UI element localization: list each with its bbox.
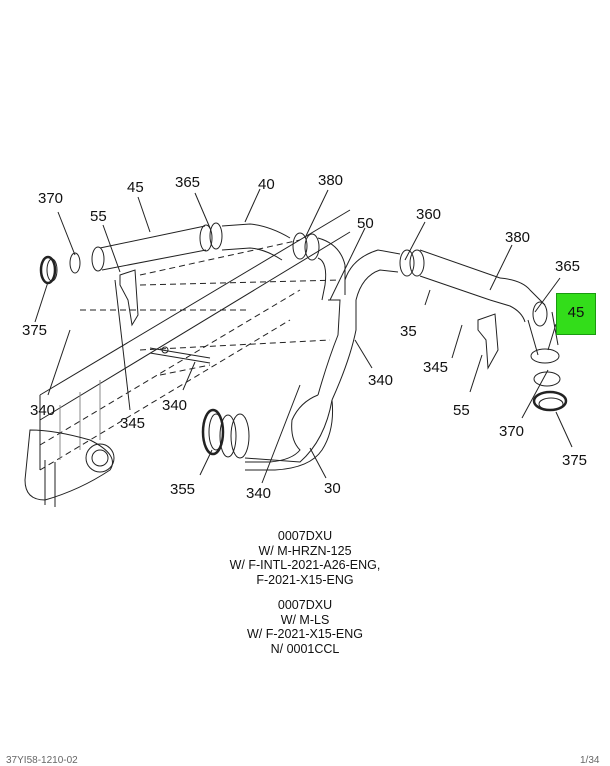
highlighted-part-label: 45 <box>567 304 585 321</box>
caption-line: W/ F-INTL-2021-A26-ENG, <box>229 558 381 572</box>
callout-360: 360 <box>416 206 441 223</box>
callout-50: 50 <box>357 215 374 232</box>
callout-345: 345 <box>423 359 448 376</box>
callout-375: 375 <box>562 452 587 469</box>
callout-35: 35 <box>400 323 417 340</box>
clamp-355 <box>201 408 225 456</box>
caption-line: W/ F-2021-X15-ENG <box>246 627 363 641</box>
callout-labels: 370 45 365 40 380 55 50 360 380 365 375 … <box>22 172 587 502</box>
leader-dashes <box>80 239 341 376</box>
caption-block-2: 0007DXU W/ M-LS W/ F-2021-X15-ENG N/ 000… <box>205 598 405 656</box>
callout-370: 370 <box>499 423 524 440</box>
pipe-30 <box>219 299 357 471</box>
callout-340: 340 <box>368 372 393 389</box>
callout-345: 345 <box>120 415 145 432</box>
callout-365: 365 <box>555 258 580 275</box>
callout-380: 380 <box>318 172 343 189</box>
callout-leaders <box>34 188 573 484</box>
caption-line: W/ M-LS <box>280 612 330 627</box>
callout-340: 340 <box>30 402 55 419</box>
callout-340: 340 <box>246 485 271 502</box>
pipe-45-right <box>527 311 568 412</box>
pipe-35 <box>419 249 548 327</box>
callout-55: 55 <box>453 402 470 419</box>
caption-line: 0007DXU <box>277 529 333 543</box>
callout-340: 340 <box>162 397 187 414</box>
caption-line: 0007DXU <box>277 598 333 612</box>
callout-45: 45 <box>127 179 144 196</box>
callout-365: 365 <box>175 174 200 191</box>
callout-380: 380 <box>505 229 530 246</box>
caption-line: N/ 0001CCL <box>270 641 340 656</box>
pipe-45-left <box>91 222 223 272</box>
callout-40: 40 <box>258 176 275 193</box>
callout-355: 355 <box>170 481 195 498</box>
caption-line: W/ M-HRZN-125 <box>258 543 352 558</box>
caption-line: F-2021-X15-ENG <box>256 572 354 587</box>
callout-30: 30 <box>324 480 341 497</box>
highlighted-part-box[interactable] <box>556 293 596 335</box>
hanger-rod-340 <box>149 346 211 364</box>
bracket-345-left <box>119 269 139 327</box>
clamp-375-left <box>39 252 81 285</box>
bracket-345-right <box>477 313 499 370</box>
callout-55: 55 <box>90 208 107 225</box>
frame-rail <box>24 209 351 507</box>
pipe-50-bend <box>317 237 425 301</box>
callout-370: 370 <box>38 190 63 207</box>
caption-block-1: 0007DXU W/ M-HRZN-125 W/ F-INTL-2021-A26… <box>205 529 405 587</box>
callout-375: 375 <box>22 322 47 339</box>
pipe-40 <box>221 223 320 261</box>
